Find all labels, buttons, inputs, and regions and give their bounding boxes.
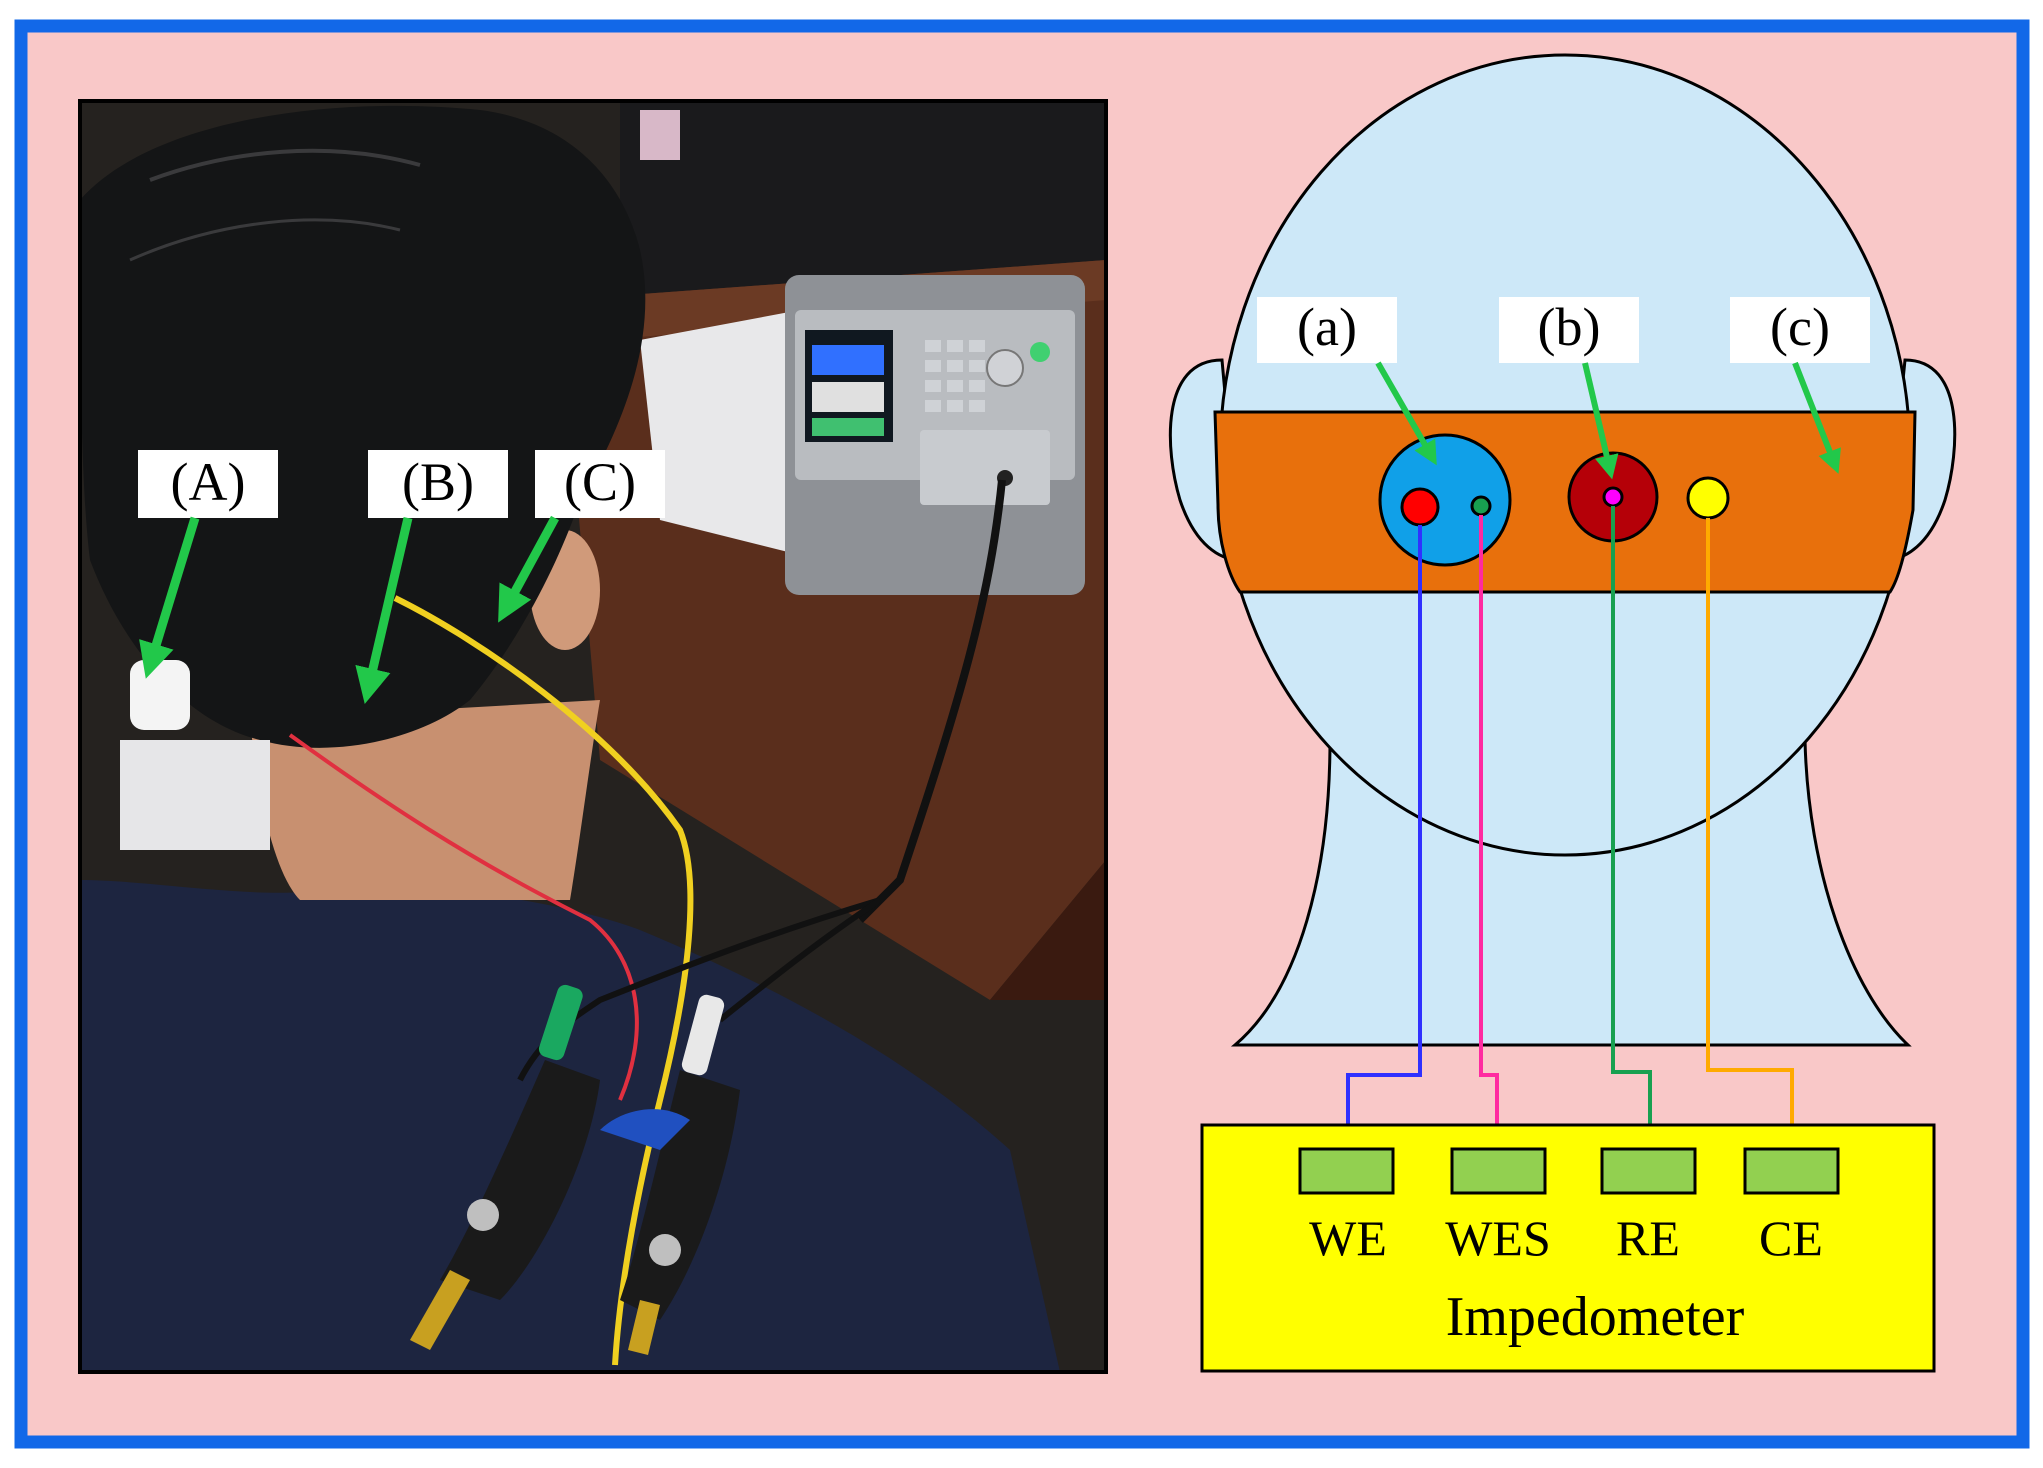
label-b-text: (b) (1538, 297, 1601, 357)
photo-panel (80, 101, 1106, 1372)
port-wes-label: WES (1445, 1210, 1551, 1266)
wire-we (1346, 525, 1422, 1150)
headband (1213, 410, 1917, 594)
impedometer-label: Impedometer (1446, 1286, 1745, 1348)
label-C-text: (C) (564, 452, 636, 512)
wire-wes (1479, 515, 1499, 1150)
label-b: (b) (1499, 297, 1639, 363)
alligator-clip-right (620, 994, 740, 1355)
arrow-c (1792, 361, 1841, 474)
arrow-A (139, 516, 200, 679)
electrode-re (1602, 486, 1624, 508)
electrode-a (1378, 433, 1512, 567)
arrow-B (355, 516, 413, 705)
port-wes (1450, 1147, 1547, 1195)
photo-border (78, 99, 1108, 1374)
label-B: (B) (368, 450, 508, 518)
port-we-label: WE (1309, 1210, 1387, 1266)
port-re (1600, 1147, 1697, 1195)
impedance-meter-photo (785, 275, 1085, 595)
wire-re (1611, 506, 1652, 1150)
electrode-wes (1470, 495, 1492, 517)
electrode-ce (1686, 476, 1730, 520)
electrode-we (1400, 487, 1440, 527)
label-c: (c) (1730, 297, 1870, 363)
arrow-a (1375, 361, 1437, 466)
schematic-panel: (a) (b) (c) WE WES RE CE Impedometer (1168, 53, 1957, 1373)
port-we (1298, 1147, 1395, 1195)
label-a-text: (a) (1297, 297, 1357, 357)
neck (1230, 738, 1912, 1047)
label-a: (a) (1257, 297, 1397, 363)
wire-ce (1706, 518, 1794, 1150)
arrow-C (498, 515, 559, 623)
label-c-text: (c) (1770, 297, 1830, 357)
label-A: (A) (138, 450, 278, 518)
arrow-b (1582, 362, 1619, 480)
port-ce (1743, 1147, 1840, 1195)
label-B-text: (B) (402, 452, 474, 512)
label-A-text: (A) (171, 452, 246, 512)
port-re-label: RE (1616, 1210, 1680, 1266)
alligator-clip-left (410, 984, 600, 1350)
label-C: (C) (535, 450, 665, 518)
port-ce-label: CE (1759, 1210, 1823, 1266)
